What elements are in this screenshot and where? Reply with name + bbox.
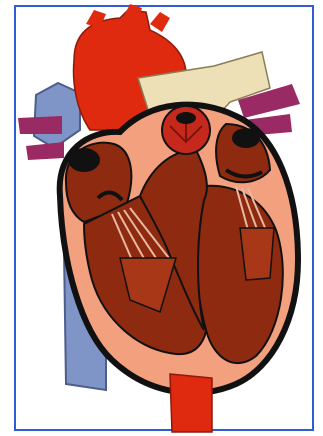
pulmonary-vein-opening <box>232 128 260 148</box>
aorta-branch-3 <box>150 12 170 32</box>
pulmonary-vein-left-2 <box>26 142 64 160</box>
aortic-valve-opening <box>176 112 196 124</box>
pulmonary-vein-left <box>18 116 62 134</box>
papillary-muscle-left <box>240 228 274 280</box>
superior-vena-cava <box>34 83 80 148</box>
descending-aorta <box>170 374 212 432</box>
atrium-opening <box>68 148 100 172</box>
